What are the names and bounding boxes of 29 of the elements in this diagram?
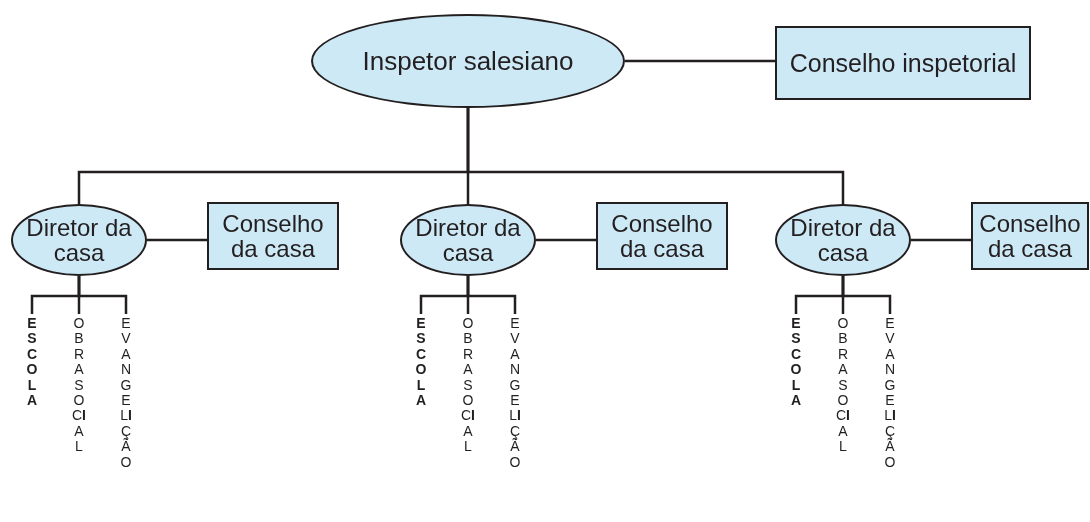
vertical-label: OBRASOCIAL [460,316,476,520]
node-label: Conselho inspetorial [789,50,1017,76]
node-label: Conselho da casa [610,211,714,261]
connector-line [841,276,892,314]
vertical-label: OBRASOCIAL [71,316,87,520]
connector-line [911,238,971,242]
connector-line [147,238,207,242]
node-label: Diretor da casa [414,215,522,265]
node-label: Conselho da casa [221,211,325,261]
connector-line [536,238,596,242]
node-label: Diretor da casa [25,215,133,265]
connector-line [466,108,845,204]
council-box [207,202,339,270]
vertical-label: EVANGELIÇÃO [882,316,898,520]
vertical-label: ESCOLA [24,316,40,520]
node-label: Inspetor salesiano [362,47,574,75]
council-box [775,26,1031,100]
node-label: Conselho da casa [978,211,1082,261]
node-label: Diretor da casa [789,215,897,265]
vertical-label: EVANGELIÇÃO [507,316,523,520]
vertical-label: ESCOLA [413,316,429,520]
vertical-label: OBRASOCIAL [835,316,851,520]
connector-line [77,276,128,314]
vertical-label: ESCOLA [788,316,804,520]
vertical-label: EVANGELIÇÃO [118,316,134,520]
council-box [971,202,1089,270]
connector-line [625,59,775,63]
council-box [596,202,728,270]
connector-line [466,276,517,314]
